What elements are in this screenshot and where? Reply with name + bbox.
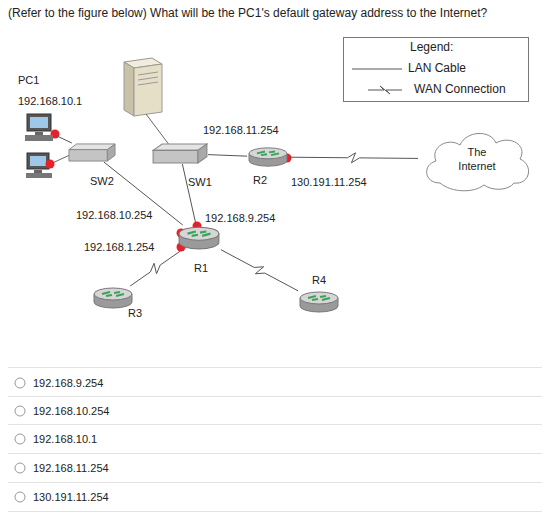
- answer-option: 192.168.9.254: [33, 377, 103, 390]
- ip-address: 192.168.10.254: [76, 209, 152, 222]
- switch-icon: [68, 143, 116, 162]
- question-title: (Refer to the figure below) What will be…: [8, 6, 553, 21]
- pc-icon: [22, 112, 58, 144]
- switch-node: SW2: [68, 143, 116, 162]
- option-separators: [8, 368, 542, 512]
- answer-option: 192.168.10.254: [33, 405, 109, 418]
- device-name: PC1: [18, 74, 39, 87]
- device-name: R3: [128, 307, 142, 320]
- router-node: R1: [177, 225, 221, 251]
- ip-address: 192.168.11.254: [203, 124, 279, 137]
- router-icon: [247, 146, 289, 168]
- device-name: R1: [194, 262, 208, 275]
- device-name: R2: [253, 174, 267, 187]
- lan-sample: [352, 69, 402, 70]
- wan-connection: [221, 250, 298, 291]
- switch-icon: [152, 143, 208, 164]
- legend-box: [344, 38, 529, 102]
- answer-option: 192.168.11.254: [33, 462, 109, 475]
- legend-entry: LAN Cable: [408, 62, 466, 75]
- router-icon: [92, 286, 134, 310]
- device-name: SW1: [188, 176, 212, 189]
- wan-sample: [368, 86, 402, 94]
- switch-node: SW1: [152, 143, 208, 164]
- lan-cable: [146, 114, 170, 146]
- wan-connection: [289, 153, 418, 163]
- answer-option: 192.168.10.1: [33, 433, 97, 446]
- server-icon: [124, 58, 162, 116]
- answer-option: 130.191.11.254: [33, 491, 109, 504]
- wan-connection: [130, 251, 180, 286]
- router-icon: [298, 290, 340, 314]
- ip-address: 130.191.11.254: [291, 176, 367, 189]
- ip-address: 192.168.10.1: [18, 95, 82, 108]
- ip-address: 192.168.9.254: [205, 212, 275, 225]
- lan-cable: [182, 164, 196, 225]
- ip-address: 192.168.1.254: [84, 241, 154, 254]
- pc-node: PC1192.168.10.1: [22, 112, 58, 144]
- device-name: SW2: [90, 175, 114, 188]
- legend-entry: WAN Connection: [414, 83, 506, 96]
- device-name: R4: [312, 274, 326, 287]
- cloud-shape: [418, 125, 536, 193]
- cloud-label: The Internet: [418, 125, 536, 193]
- router-node: R4: [298, 290, 340, 314]
- router-node: R3: [92, 286, 134, 310]
- cloud-node: The Internet: [418, 125, 536, 193]
- router-node: R2: [247, 146, 289, 168]
- legend-heading: Legend:: [410, 41, 453, 54]
- router-icon: [177, 225, 221, 251]
- lan-cable: [58, 136, 72, 143]
- interface-dot: [46, 160, 55, 169]
- lan-cable: [208, 155, 247, 157]
